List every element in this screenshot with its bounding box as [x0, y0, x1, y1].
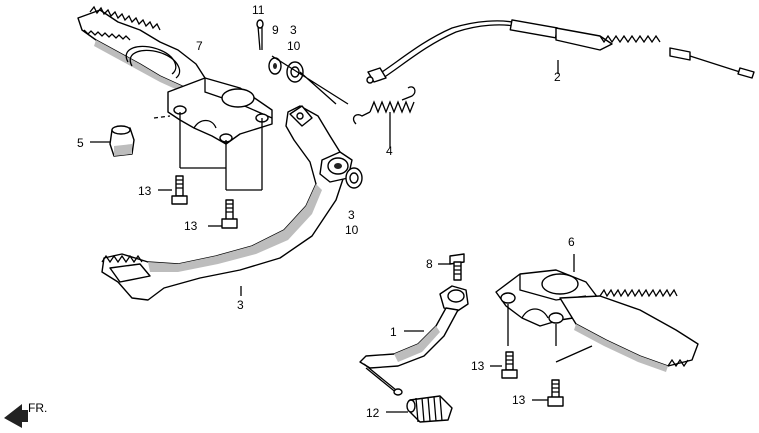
label-part-3-lower: 3: [348, 208, 355, 222]
rubber-boot-12: [386, 395, 453, 423]
brake-pedal: [101, 105, 353, 301]
label-part-8: 8: [426, 257, 433, 271]
bolt-13-lower-a: [490, 351, 518, 379]
label-part-4: 4: [386, 144, 393, 158]
washer-10-upper: [271, 55, 349, 105]
arm-1: [359, 285, 469, 396]
label-part-7: 7: [196, 39, 203, 53]
label-part-13-b: 13: [184, 219, 198, 233]
label-part-3-upper: 3: [290, 23, 297, 37]
front-arrow-icon: [4, 404, 28, 428]
label-part-13-a: 13: [138, 184, 152, 198]
label-part-5: 5: [77, 136, 84, 150]
label-part-10-upper: 10: [287, 39, 301, 53]
nut-5: [90, 125, 135, 157]
bolt-13-lower-b: [532, 379, 564, 407]
label-part-3-pedal: 3: [237, 298, 244, 312]
right-footpeg-bracket: [495, 254, 699, 372]
label-part-6: 6: [568, 235, 575, 249]
label-part-13-d: 13: [512, 393, 526, 407]
label-part-12: 12: [366, 406, 380, 420]
washer-10-lower: [345, 167, 363, 189]
bolt-13-upper-a: [158, 175, 188, 205]
label-part-10-lower: 10: [345, 223, 359, 237]
label-part-9: 9: [272, 23, 279, 37]
front-marker-label: FR.: [28, 401, 47, 415]
label-part-11: 11: [252, 3, 265, 17]
cotter-pin-11: [256, 19, 264, 51]
bolt-13-upper-b: [208, 199, 238, 229]
label-part-13-c: 13: [471, 359, 485, 373]
bolt-8: [438, 253, 465, 281]
left-footpeg-bracket: [77, 5, 273, 191]
label-part-2: 2: [554, 70, 561, 84]
brake-cable: [366, 19, 755, 84]
return-spring: [352, 86, 416, 148]
label-part-1: 1: [390, 325, 397, 339]
